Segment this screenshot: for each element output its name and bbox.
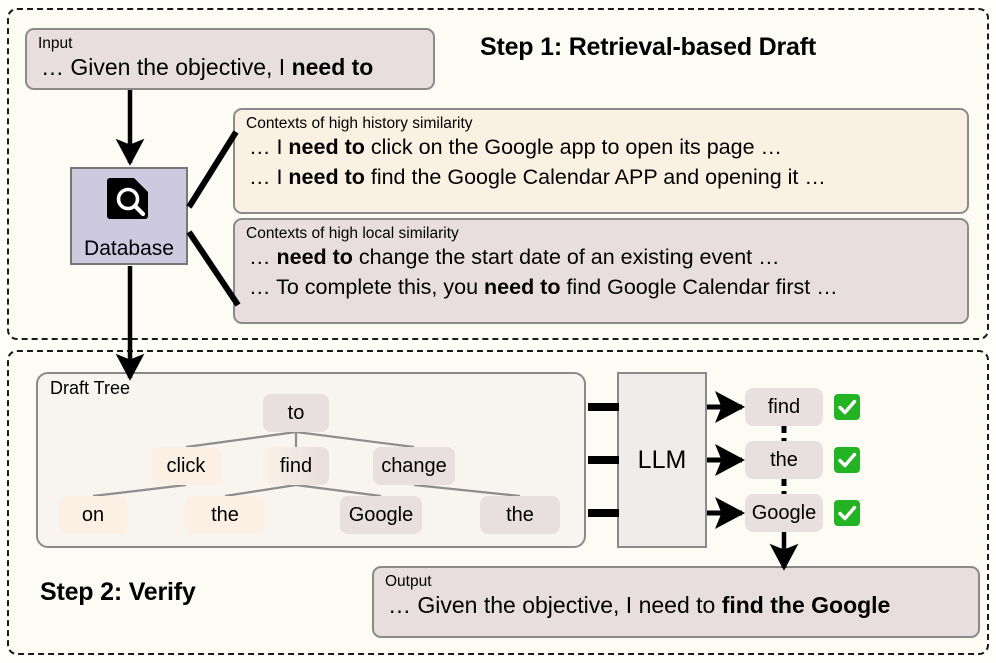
document-search-icon — [102, 175, 156, 234]
tree-node-google[interactable]: Google — [340, 496, 422, 534]
green-check-icon — [833, 499, 861, 527]
tree-node-label: to — [287, 401, 305, 424]
output-box: Output … Given the objective, I need to … — [372, 566, 980, 638]
input-caption: Input — [38, 35, 73, 52]
ctx1-l0-post: change the start date of an existing eve… — [352, 245, 780, 269]
ctx0-l0-bold: need to — [288, 135, 365, 159]
draft-tree-label: Draft Tree — [50, 378, 131, 398]
tree-node-change[interactable]: change — [373, 447, 455, 485]
green-check-icon — [833, 393, 861, 421]
tree-node-click[interactable]: click — [151, 447, 221, 485]
ctx1-l0-pre: … — [249, 245, 277, 269]
ctx1-l1-post: find Google Calendar first … — [560, 275, 838, 299]
green-check-icon — [833, 446, 861, 474]
llm-box: LLM — [617, 372, 707, 548]
context-local-caption: Contexts of high local similarity — [246, 225, 459, 242]
ctx0-l1-pre: … I — [249, 165, 289, 189]
context-local-line-2: … To complete this, you need to find Goo… — [235, 272, 967, 302]
tree-node-label: the — [506, 503, 534, 526]
ctx0-l0-pre: … I — [249, 135, 289, 159]
context-history-line-1: … I need to click on the Google app to o… — [235, 132, 967, 162]
input-text: … Given the objective, I need to — [27, 52, 433, 81]
llm-label: LLM — [637, 445, 687, 474]
ctx0-l1-bold: need to — [288, 165, 365, 189]
input-text-plain: … Given the objective, I — [41, 54, 292, 80]
ctx1-l1-pre: … To complete this, you — [249, 275, 485, 299]
output-caption: Output — [385, 573, 432, 590]
output-text: … Given the objective, I need to find th… — [374, 590, 978, 619]
context-history-line-2: … I need to find the Google Calendar APP… — [235, 162, 967, 192]
database-box: Database — [70, 167, 188, 265]
ctx1-l0-bold: need to — [276, 245, 353, 269]
tree-node-label: the — [211, 503, 239, 526]
verified-token-0[interactable]: find — [745, 388, 823, 426]
tree-node-label: on — [81, 503, 105, 526]
input-box: Input … Given the objective, I need to — [25, 28, 435, 90]
ctx0-l0-post: click on the Google app to open its page… — [364, 135, 783, 159]
tree-node-label: change — [381, 454, 447, 477]
database-label: Database — [84, 237, 174, 260]
ctx1-l1-bold: need to — [484, 275, 561, 299]
output-text-bold: find the Google — [721, 592, 891, 618]
context-history-caption: Contexts of high history similarity — [246, 115, 473, 132]
verified-token-label: Google — [751, 501, 817, 524]
context-local-box: Contexts of high local similarity … need… — [233, 218, 969, 324]
context-local-line-1: … need to change the start date of an ex… — [235, 242, 967, 272]
tree-node-the-1[interactable]: the — [185, 496, 265, 534]
step2-title: Step 2: Verify — [40, 578, 196, 606]
tree-node-label: click — [166, 454, 206, 477]
verified-token-2[interactable]: Google — [745, 494, 823, 532]
output-text-plain: … Given the objective, I need to — [388, 592, 722, 618]
tree-node-label: find — [279, 454, 313, 477]
tree-node-to[interactable]: to — [263, 394, 329, 432]
tree-node-the-2[interactable]: the — [480, 496, 560, 534]
step1-title: Step 1: Retrieval-based Draft — [480, 33, 816, 61]
ctx0-l1-post: find the Google Calendar APP and opening… — [364, 165, 826, 189]
tree-node-find[interactable]: find — [263, 447, 329, 485]
verified-token-label: find — [767, 395, 801, 418]
verified-token-1[interactable]: the — [745, 441, 823, 479]
tree-node-on[interactable]: on — [59, 496, 127, 534]
input-text-bold: need to — [291, 54, 374, 80]
verified-token-label: the — [770, 448, 798, 471]
tree-node-label: Google — [348, 503, 414, 526]
context-history-box: Contexts of high history similarity … I … — [233, 108, 969, 214]
